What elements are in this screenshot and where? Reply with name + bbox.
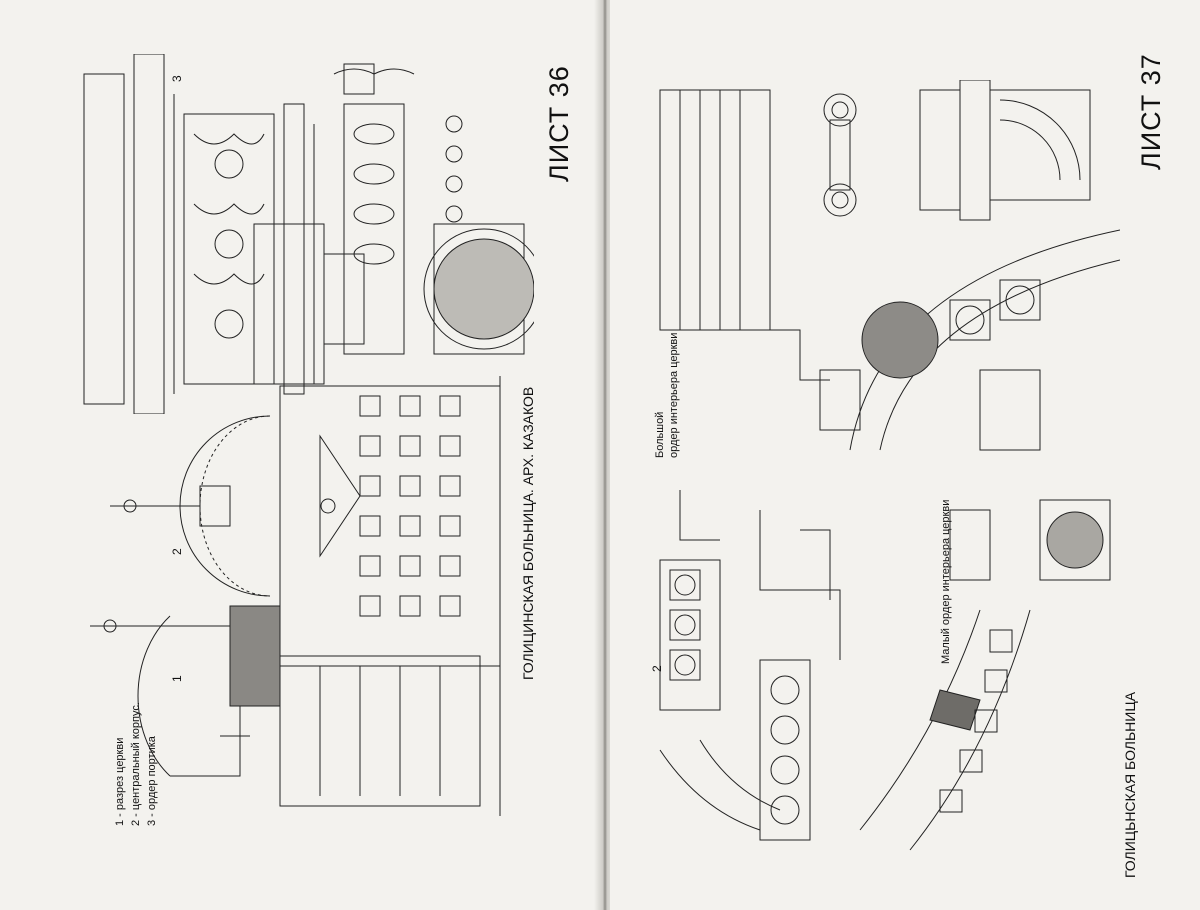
big-order-drawing — [650, 80, 1120, 460]
portico-order-drawing — [64, 54, 534, 414]
right-page: ЛИСТ 37 ГОЛИЦЬНСКАЯ БОЛЬНИЦА Большой орд… — [610, 0, 1200, 910]
building-elevation-drawing — [60, 376, 520, 816]
left-page: ЛИСТ 36 ГОЛИЦИНСКАЯ БОЛЬНИЦА. АРХ. КАЗАК… — [0, 0, 604, 910]
sheet-title-37: ЛИСТ 37 — [1136, 53, 1167, 170]
sheet-title-36: ЛИСТ 36 — [544, 65, 575, 182]
small-order-drawing — [640, 480, 1120, 860]
page-caption-right: ГОЛИЦЬНСКАЯ БОЛЬНИЦА — [1122, 692, 1138, 878]
page-caption: ГОЛИЦИНСКАЯ БОЛЬНИЦА. АРХ. КАЗАКОВ — [520, 387, 536, 680]
